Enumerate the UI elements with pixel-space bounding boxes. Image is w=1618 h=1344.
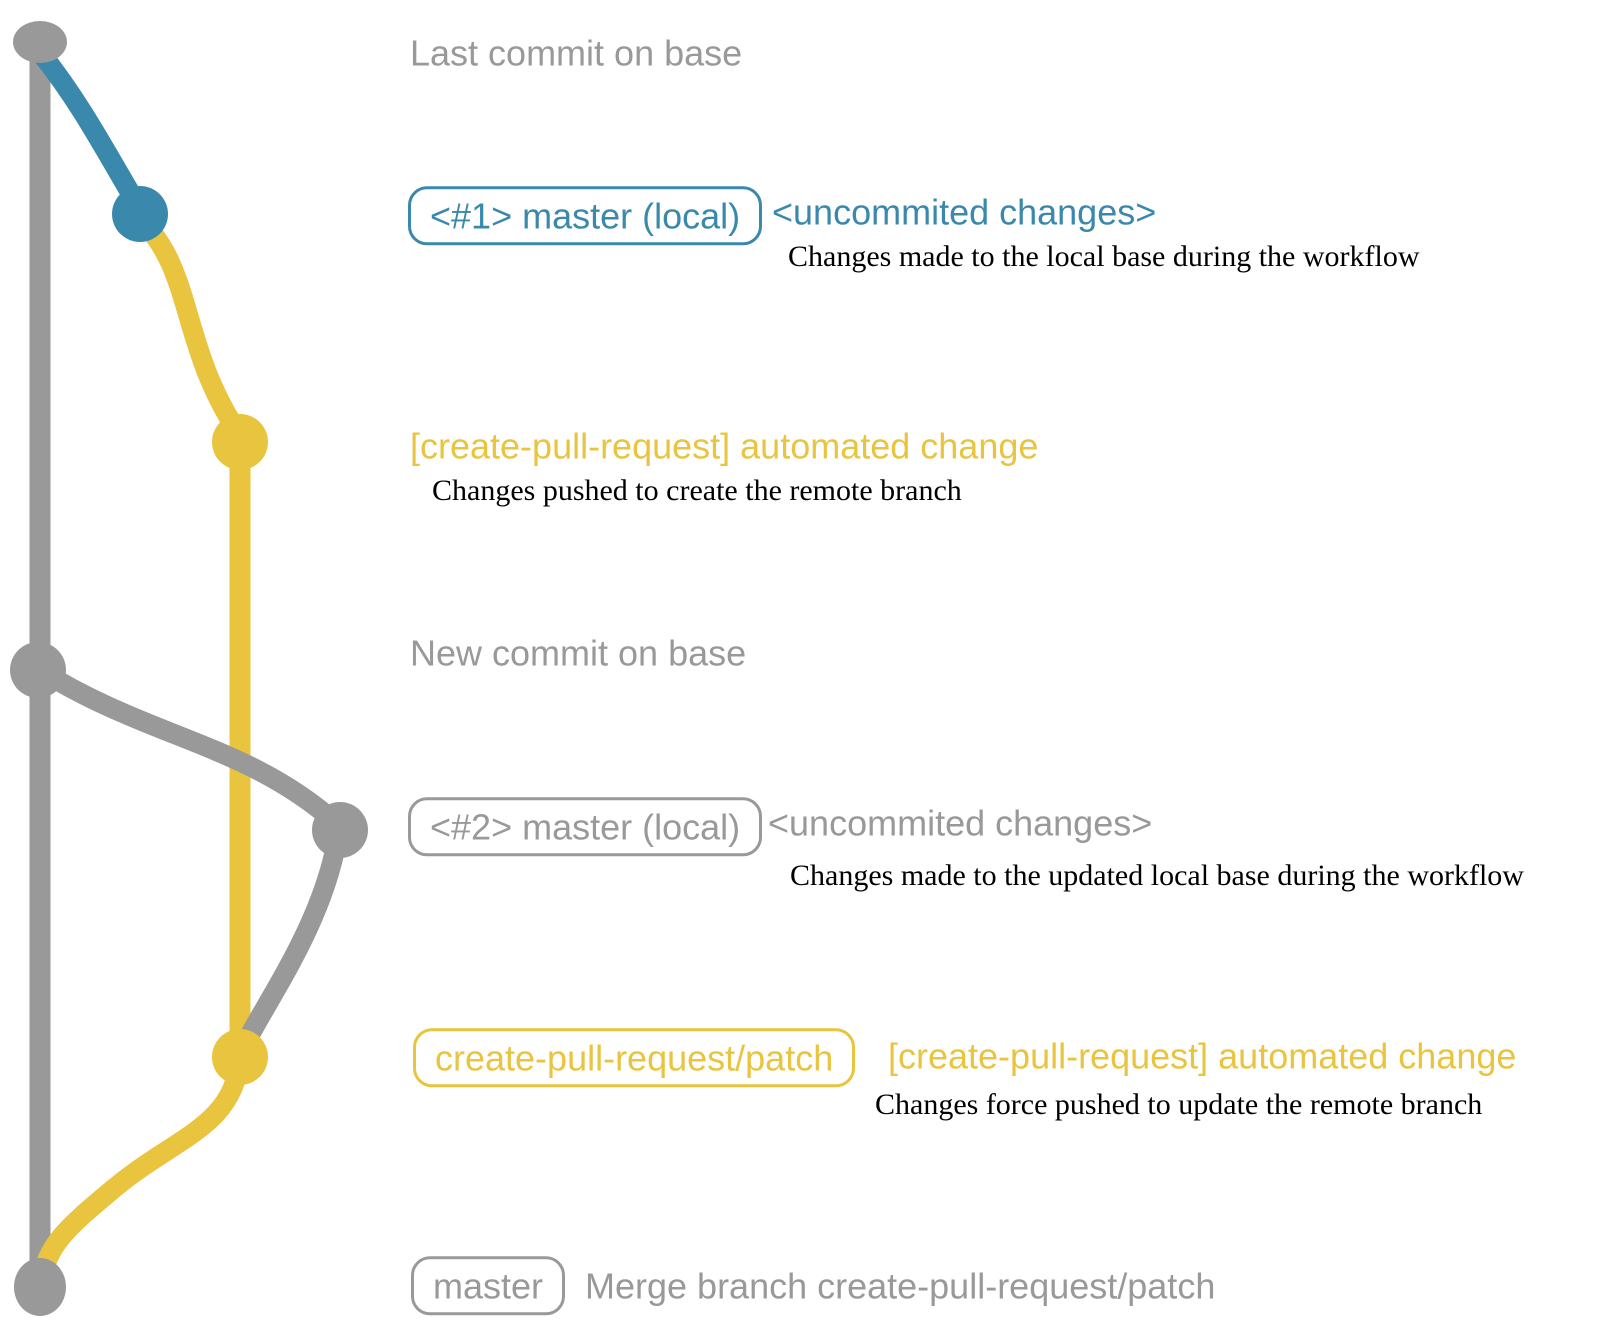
- branch-curve-yellow-1: [131, 210, 249, 444]
- desc-changes-pushed: Changes pushed to create the remote bran…: [432, 473, 962, 507]
- branch-curve-gray-2: [232, 824, 348, 1060]
- label-automated-change-2: [create-pull-request] automated change: [888, 1035, 1517, 1077]
- desc-local-base-changes-2: Changes made to the updated local base d…: [790, 858, 1524, 892]
- badge-master: master: [411, 1256, 566, 1316]
- badge-master-label: master: [433, 1265, 544, 1307]
- text-merge-branch: Merge branch create-pull-request/patch: [585, 1265, 1216, 1307]
- commit-dot-new-base: [10, 642, 66, 698]
- commit-dot-local-1: [112, 186, 168, 242]
- text-uncommitted-changes-2: <uncommited changes>: [768, 802, 1153, 844]
- commit-dot-patch-2: [212, 1029, 268, 1085]
- desc-changes-force-pushed: Changes force pushed to update the remot…: [875, 1087, 1483, 1121]
- commit-dot-merge: [14, 1258, 66, 1316]
- label-last-commit-on-base: Last commit on base: [410, 32, 743, 74]
- badge-master-local-2-label: <#2> master (local): [430, 806, 741, 848]
- text-uncommitted-changes-1: <uncommited changes>: [772, 191, 1157, 233]
- badge-master-local-1: <#1> master (local): [408, 186, 763, 246]
- label-new-commit-on-base: New commit on base: [410, 632, 747, 674]
- badge-master-local-2: <#2> master (local): [408, 797, 763, 857]
- commit-dot-last-base: [13, 21, 67, 63]
- branch-curve-gray-1: [30, 660, 347, 834]
- branch-curve-blue: [30, 42, 149, 218]
- commit-dot-local-2: [312, 802, 368, 858]
- badge-patch-branch: create-pull-request/patch: [413, 1028, 856, 1088]
- branch-curve-yellow-2: [31, 1048, 250, 1293]
- label-automated-change-1: [create-pull-request] automated change: [410, 425, 1039, 467]
- commit-dot-patch-1: [212, 414, 268, 470]
- badge-patch-branch-label: create-pull-request/patch: [435, 1037, 834, 1079]
- desc-local-base-changes-1: Changes made to the local base during th…: [788, 239, 1420, 273]
- commit-graph: [10, 21, 368, 1316]
- badge-master-local-1-label: <#1> master (local): [430, 195, 741, 237]
